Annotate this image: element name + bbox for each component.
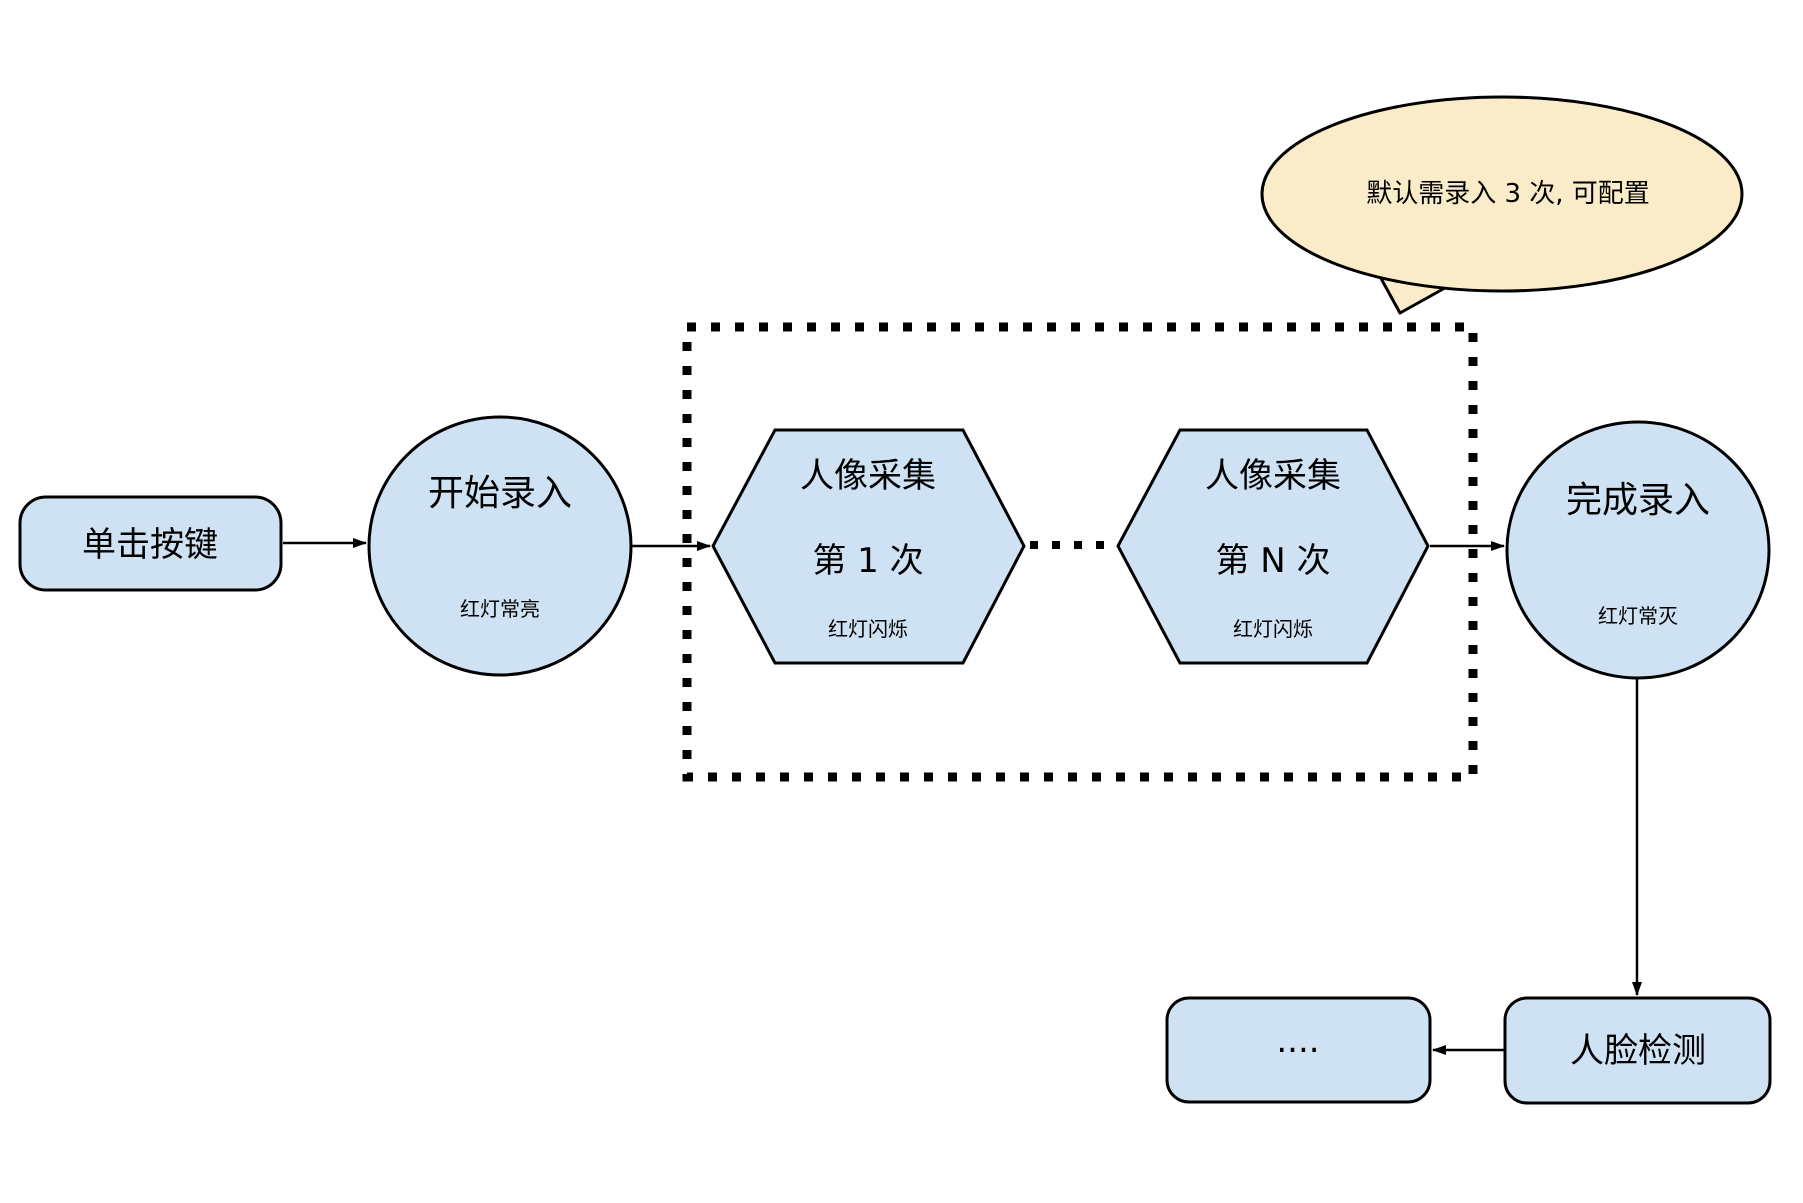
node-start-enroll: 开始录入 红灯常亮 bbox=[367, 415, 633, 677]
node-face-detect: 人脸检测 bbox=[1503, 996, 1772, 1105]
start-enroll-label: 开始录入 bbox=[428, 473, 572, 514]
node-more: .... bbox=[1165, 996, 1432, 1104]
callout-text: 默认需录入 3 次, 可配置 bbox=[1366, 179, 1650, 209]
node-finish-enroll: 完成录入 红灯常灭 bbox=[1505, 420, 1771, 680]
more-steps-label: .... bbox=[1276, 1021, 1319, 1061]
capture-loop-dotted-border bbox=[682, 322, 1478, 782]
finish-enroll-shape bbox=[1505, 420, 1771, 680]
finish-enroll-sublabel: 红灯常灭 bbox=[1598, 604, 1678, 628]
face-detect-shape bbox=[1503, 996, 1772, 1105]
callout-bubble: 默认需录入 3 次, 可配置 bbox=[1260, 95, 1744, 315]
capture-n-shape bbox=[1116, 428, 1430, 665]
node-capture-n: 人像采集 第 N 次 红灯闪烁 bbox=[1116, 428, 1430, 665]
capture-1-shape bbox=[711, 428, 1026, 665]
more-steps-shape bbox=[1165, 996, 1432, 1104]
face-detect-label: 人脸检测 bbox=[1570, 1031, 1706, 1071]
finish-enroll-label: 完成录入 bbox=[1566, 480, 1710, 521]
node-click-button: 单击按键 bbox=[18, 495, 283, 592]
capture-n-line1: 人像采集 bbox=[1205, 456, 1341, 496]
callout-ellipse bbox=[1260, 95, 1744, 293]
capture-1-line1: 人像采集 bbox=[800, 456, 936, 496]
click-button-shape bbox=[18, 495, 283, 592]
start-enroll-shape bbox=[367, 415, 633, 677]
node-capture-1: 人像采集 第 1 次 红灯闪烁 bbox=[711, 428, 1026, 665]
click-button-label: 单击按键 bbox=[82, 525, 218, 565]
capture-1-sublabel: 红灯闪烁 bbox=[828, 617, 908, 641]
capture-1-line2: 第 1 次 bbox=[812, 541, 923, 581]
start-enroll-sublabel: 红灯常亮 bbox=[460, 597, 540, 621]
capture-n-sublabel: 红灯闪烁 bbox=[1233, 617, 1313, 641]
capture-n-line2: 第 N 次 bbox=[1215, 541, 1330, 581]
